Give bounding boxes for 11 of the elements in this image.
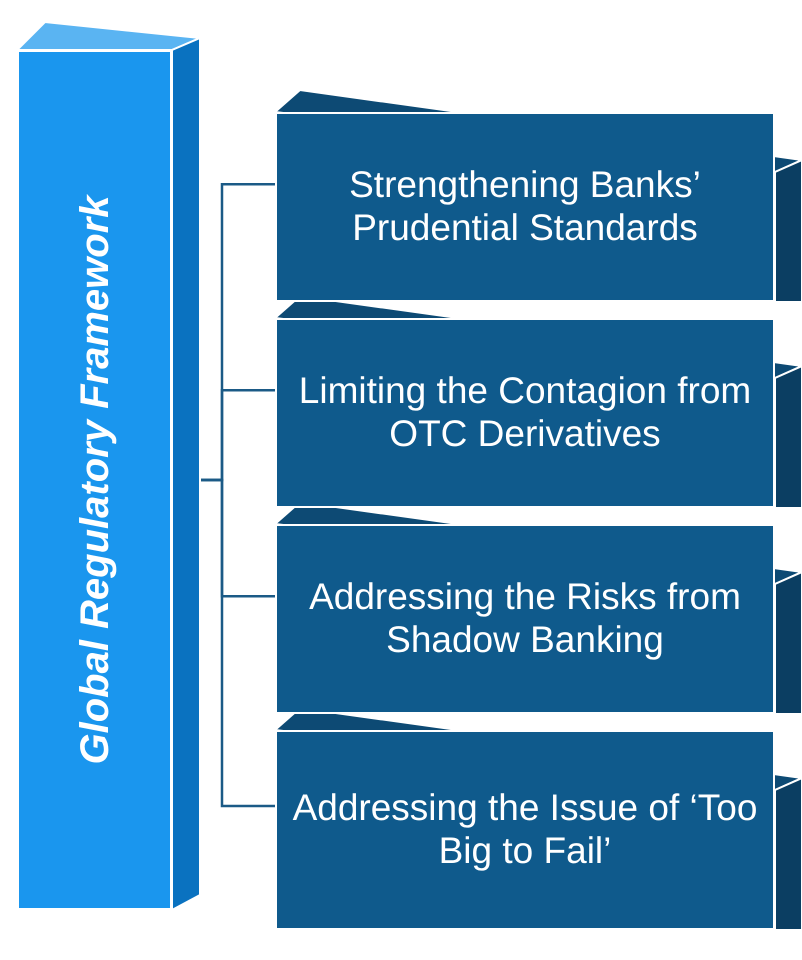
box-label: Limiting the Contagion from OTC Derivatives — [298, 370, 752, 456]
box-label: Addressing the Issue of ‘Too Big to Fail’ — [292, 787, 758, 873]
box-label: Addressing the Risks from Shadow Banking — [308, 576, 742, 662]
bar-title: Global Regulatory Framework — [72, 195, 116, 765]
connector-line — [200, 478, 275, 808]
category-box — [275, 318, 775, 508]
vertical-bar — [17, 50, 172, 910]
box-label: Strengthening Banks’ Prudential Standards — [348, 164, 702, 250]
category-box — [275, 112, 775, 302]
category-box — [275, 730, 775, 930]
category-box — [275, 524, 775, 714]
